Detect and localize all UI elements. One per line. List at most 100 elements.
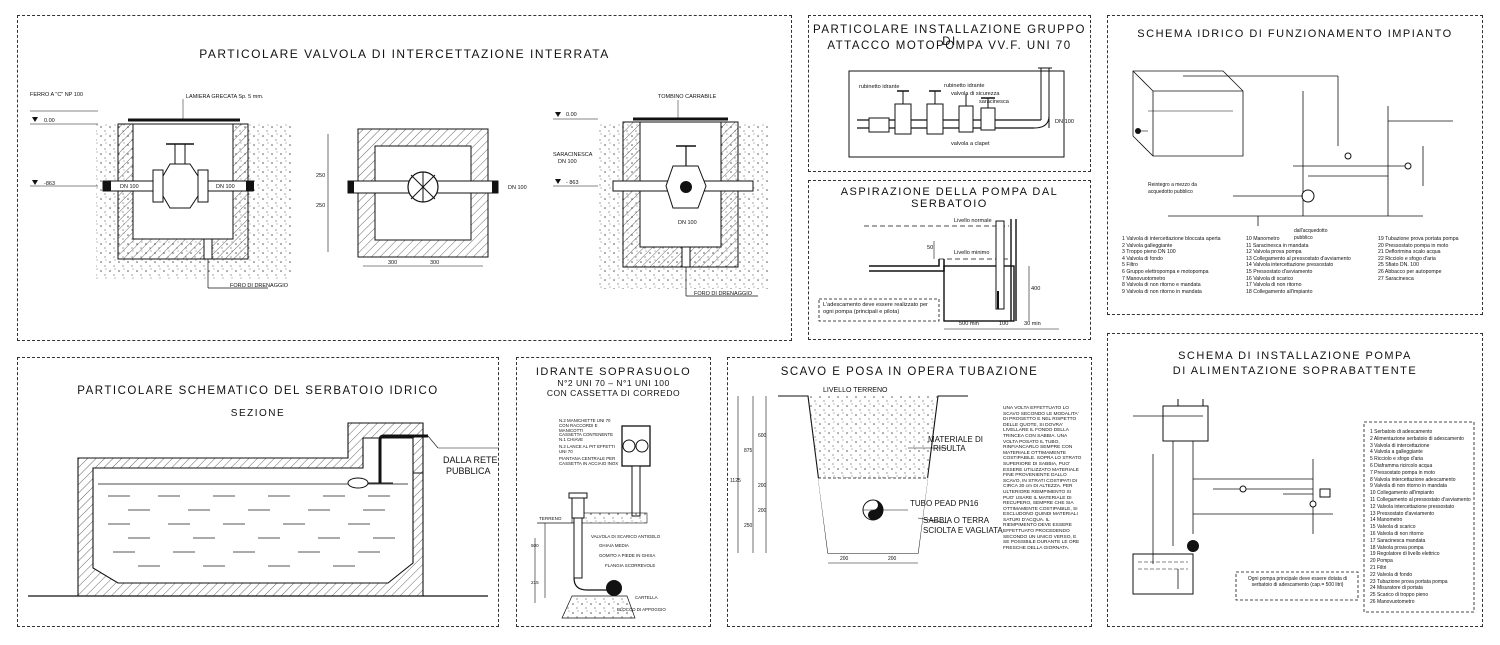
label-quota-0: 0.00 bbox=[44, 118, 55, 124]
label-dim-250: 250 bbox=[744, 523, 753, 529]
label-dim-50: 50 bbox=[927, 245, 934, 251]
motopompa-drawing bbox=[848, 67, 1065, 158]
pianta-valvola bbox=[327, 128, 499, 267]
panel-scavo-posa: SCAVO E POSA IN OPERA TUBAZIONE LIVELLO … bbox=[727, 357, 1092, 627]
panel-aspirazione-pompa: ASPIRAZIONE DELLA POMPA DAL SERBATOIO Li… bbox=[808, 180, 1091, 340]
sezione-valvola bbox=[30, 99, 291, 289]
label-dim-500: 500 bbox=[531, 543, 539, 548]
label-foro-drenaggio-2: FORO DI DRENAGGIO bbox=[694, 291, 753, 297]
label-livello-minimo: Livello minimo bbox=[954, 250, 990, 256]
label-300-a: 300 bbox=[388, 260, 397, 266]
label-nota-adescamento: Ogni pompa principale deve essere dotata… bbox=[1247, 576, 1348, 589]
label-nota-adescamento: L'adescamento deve essere realizzato per… bbox=[823, 302, 928, 315]
label-manichette: N.2 MANICHETTE UNI 70 CON RACCORDI E MAN… bbox=[559, 418, 611, 433]
label-250-b: 250 bbox=[316, 203, 325, 209]
label-dim-200a: 200 bbox=[758, 483, 767, 489]
aspirazione-drawing bbox=[818, 219, 1059, 330]
label-dim-200d: 200 bbox=[888, 556, 897, 562]
label-scarico-antigelo: VALVOLA DI SCARICO ANTIGELO bbox=[591, 534, 661, 539]
label-sabbia-2: SCIOLTA E VAGLIATA bbox=[923, 526, 1003, 535]
idrante-drawing bbox=[534, 425, 651, 619]
panel-idrante-soprasuolo: IDRANTE SOPRASUOLO N°2 UNI 70 – N°1 UNI … bbox=[516, 357, 711, 627]
panel-title-line1: PARTICOLARE INSTALLAZIONE GRUPPO DI bbox=[813, 24, 1086, 48]
panel-gruppo-motopompa: PARTICOLARE INSTALLAZIONE GRUPPO DI ATTA… bbox=[808, 15, 1091, 172]
panel-title: PARTICOLARE SCHEMATICO DEL SERBATOIO IDR… bbox=[77, 385, 439, 397]
legenda-pompa: 1 Serbatoio di adescamento 2 Alimentazio… bbox=[1370, 429, 1471, 605]
serbatoio-drawing bbox=[28, 422, 498, 597]
panel-title: IDRANTE SOPRASUOLO bbox=[535, 366, 692, 378]
label-gomito: GOMITO A PIEDE IN GHISA bbox=[599, 553, 656, 558]
label-rubinetto-2: rubinetto idrante bbox=[944, 83, 985, 89]
label-250-a: 250 bbox=[316, 173, 325, 179]
label-foro-drenaggio: FORO DI DRENAGGIO bbox=[230, 283, 289, 289]
livello-acqua bbox=[98, 483, 408, 567]
label-cartella: CARTELLA bbox=[635, 595, 658, 600]
label-dim-500: 500 min bbox=[959, 321, 979, 327]
label-reintegro: Reintegro a mezzo da acquedotto pubblico bbox=[1148, 182, 1197, 195]
label-dim-200c: 200 bbox=[840, 556, 849, 562]
label-quota-863: -863 bbox=[44, 181, 55, 187]
sezione-saracinesca bbox=[553, 100, 768, 297]
label-lamiera: LAMIERA GRECATA Sp. 5 mm. bbox=[186, 94, 264, 100]
label-dn100-a: DN 100 bbox=[120, 184, 139, 190]
label-livello-terreno: LIVELLO TERRENO bbox=[823, 387, 888, 394]
label-dim-600: 600 bbox=[758, 433, 767, 439]
label-lance: N.2 LANCE AL PIT EFFETTI UNI 70 bbox=[559, 444, 615, 454]
panel-schema-idrico: SCHEMA IDRICO DI FUNZIONAMENTO IMPIANTO … bbox=[1107, 15, 1483, 315]
label-dim-400: 400 bbox=[1031, 286, 1041, 292]
label-materiale-1: MATERIALE DI bbox=[928, 435, 983, 444]
label-blocco: BLOCCO DI APPOGGIO bbox=[617, 607, 666, 612]
label-dim-30: 30 min bbox=[1024, 321, 1041, 327]
label-livello-normale: Livello normale bbox=[954, 218, 992, 224]
panel-sub2: CON CASSETTA DI CORREDO bbox=[546, 388, 681, 398]
label-acquedotto: dall'acquedotto pubblico bbox=[1294, 228, 1328, 241]
label-piantana: PIANTANA CENTRALE PER CASSETTA IN ACCIAI… bbox=[559, 456, 619, 466]
label-dim-100: 100 bbox=[999, 321, 1009, 327]
label-ghiaia: GHIAIA MEDIA bbox=[599, 543, 629, 548]
label-valvola-sicurezza: valvola di sicurezza bbox=[951, 91, 1000, 97]
panel-installazione-pompa: SCHEMA DI INSTALLAZIONE POMPA DI ALIMENT… bbox=[1107, 333, 1483, 627]
legenda-col1: 1 Valvola di intercettazione bloccata ap… bbox=[1122, 236, 1221, 295]
label-quota-0b: 0.00 bbox=[566, 112, 577, 118]
panel-title-line1: SCHEMA DI INSTALLAZIONE POMPA bbox=[1178, 350, 1412, 362]
label-pubblica: PUBBLICA bbox=[446, 466, 491, 476]
label-dalla-rete: DALLA RETE bbox=[443, 455, 498, 465]
panel-title: PARTICOLARE VALVOLA DI INTERCETTAZIONE I… bbox=[199, 47, 610, 61]
label-saracinesca: saracinesca bbox=[979, 99, 1009, 105]
label-cassetta: CASSETTA CONTENENTE N.1 CHIAVE bbox=[559, 432, 614, 442]
panel-title-line2: DI ALIMENTAZIONE SOPRABATTENTE bbox=[1172, 365, 1418, 377]
panel-title: SCAVO E POSA IN OPERA TUBAZIONE bbox=[780, 366, 1039, 378]
label-tombino: TOMBINO CARRABILE bbox=[658, 94, 717, 100]
panel-title: ASPIRAZIONE DELLA POMPA DAL SERBATOIO bbox=[840, 186, 1059, 210]
label-dn100: DN 100 bbox=[1055, 119, 1074, 125]
label-nota-scavo: UNA VOLTA EFFETTUATO LO SCAVO SECONDO LE… bbox=[1003, 406, 1082, 551]
panel-serbatoio-idrico: PARTICOLARE SCHEMATICO DEL SERBATOIO IDR… bbox=[17, 357, 499, 627]
label-flangia: FLANGIA SCORREVOLE bbox=[605, 563, 656, 568]
label-dn100-e: DN 100 bbox=[678, 220, 697, 226]
label-dim-200b: 200 bbox=[758, 508, 767, 514]
panel-subtitle: SEZIONE bbox=[230, 408, 286, 419]
label-materiale-2: RISULTA bbox=[933, 444, 966, 453]
pompa-drawing bbox=[1132, 399, 1475, 613]
schema-idrico-drawing bbox=[1132, 70, 1453, 226]
label-dn100-d: DN 100 bbox=[558, 159, 577, 165]
valvola-drawing: FERRO A "C" NP 100 LAMIERA GRECATA Sp. 5… bbox=[30, 92, 768, 297]
label-quota-863b: - 863 bbox=[566, 180, 579, 186]
label-dn100-c: DN 100 bbox=[508, 185, 527, 191]
label-terreno: TERRENO bbox=[539, 516, 562, 521]
label-tubo-pead: TUBO PEAD PN16 bbox=[910, 499, 979, 508]
panel-sub1: N°2 UNI 70 – N°1 UNI 100 bbox=[557, 378, 670, 388]
label-dim-1125: 1125 bbox=[730, 478, 741, 484]
label-sabbia-1: SABBIA O TERRA bbox=[923, 516, 990, 525]
legenda-col3: 19 Tubazione prova portata pompa 20 Pres… bbox=[1378, 236, 1459, 282]
scavo-drawing bbox=[737, 395, 968, 564]
label-ferro: FERRO A "C" NP 100 bbox=[30, 92, 83, 98]
panel-title: SCHEMA IDRICO DI FUNZIONAMENTO IMPIANTO bbox=[1137, 28, 1453, 40]
label-dim-875: 875 bbox=[744, 448, 753, 454]
label-rubinetto-1: rubinetto idrante bbox=[859, 84, 900, 90]
label-dim-215: 215 bbox=[531, 580, 539, 585]
panel-title-line2: ATTACCO MOTOPOMPA VV.F. UNI 70 bbox=[827, 40, 1072, 52]
label-clapet: valvola a clapet bbox=[951, 141, 990, 147]
label-300-b: 300 bbox=[430, 260, 439, 266]
label-dn100-b: DN 100 bbox=[216, 184, 235, 190]
